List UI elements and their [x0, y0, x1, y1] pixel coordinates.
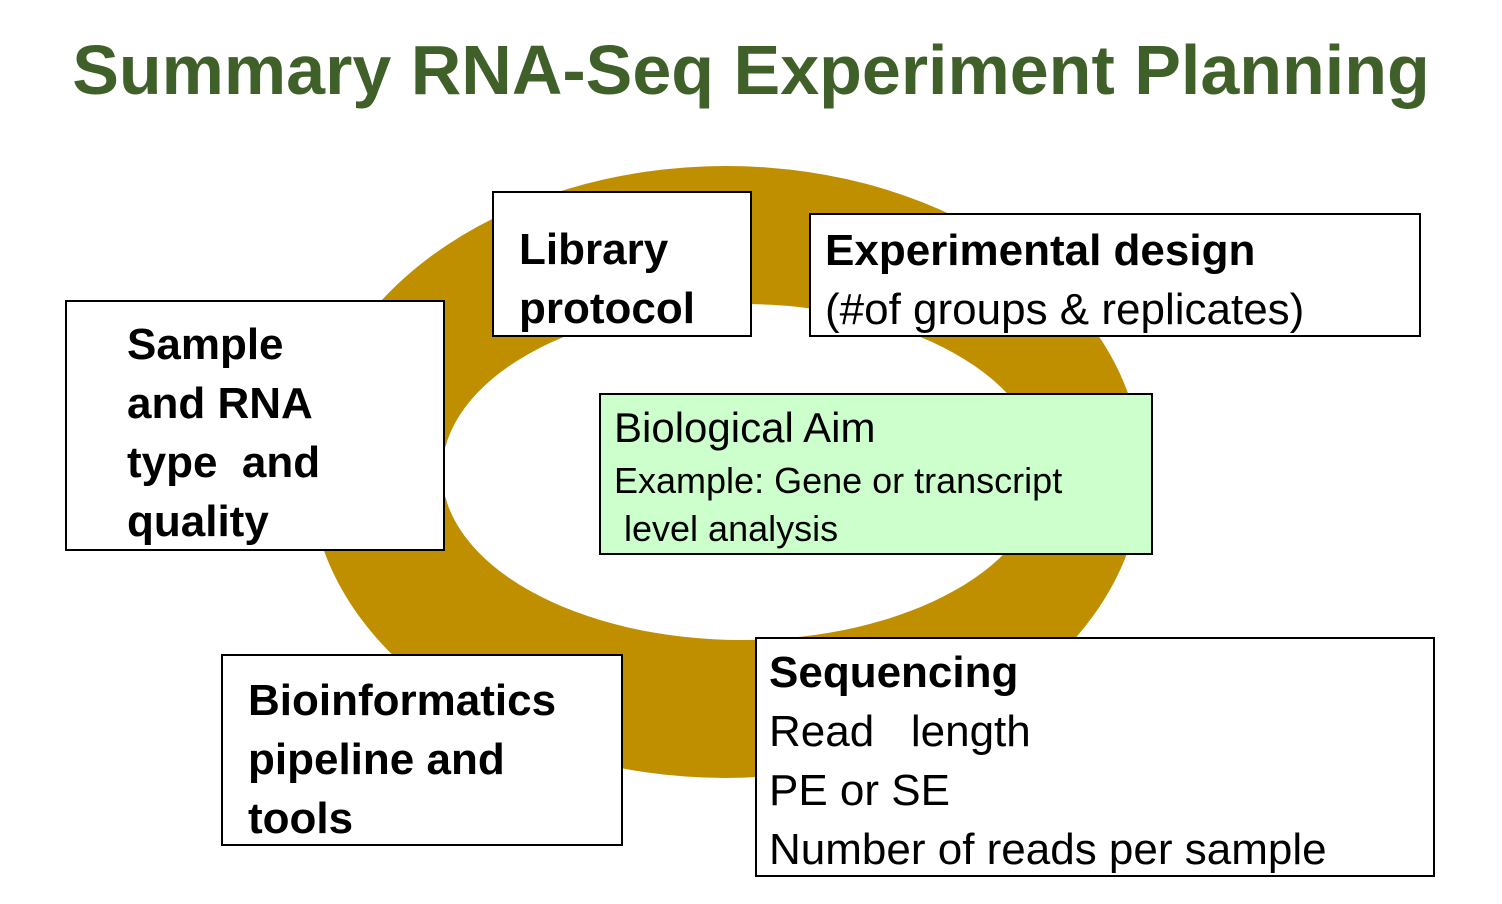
sample-rna-box: Sample and RNA type and quality — [65, 300, 445, 551]
sample-rna-line-4: quality — [127, 497, 269, 546]
experimental-design-detail: (#of groups & replicates) — [825, 285, 1305, 334]
bioinformatics-line-3: tools — [248, 794, 354, 843]
sample-rna-line-3: type and — [127, 438, 321, 487]
bioinformatics-line-1: Bioinformatics — [248, 676, 557, 725]
sequencing-box: Sequencing Read length PE or SE Number o… — [755, 637, 1435, 877]
sequencing-item-read-length: Read length — [769, 707, 1031, 756]
experimental-design-heading: Experimental design — [825, 226, 1256, 275]
bioinformatics-box: Bioinformatics pipeline and tools — [221, 654, 623, 846]
slide-title: Summary RNA-Seq Experiment Planning — [72, 31, 1430, 109]
library-protocol-line-2: protocol — [519, 284, 695, 333]
biological-aim-box: Biological Aim Example: Gene or transcri… — [599, 393, 1153, 555]
sequencing-item-reads-per-sample: Number of reads per sample — [769, 825, 1327, 874]
biological-aim-detail-line-1: Example: Gene or transcript — [614, 460, 1063, 501]
sample-rna-line-1: Sample — [127, 320, 284, 369]
experimental-design-box: Experimental design (#of groups & replic… — [809, 213, 1421, 337]
sequencing-item-pe-se: PE or SE — [769, 766, 950, 815]
sequencing-heading: Sequencing — [769, 648, 1019, 697]
library-protocol-box: Library protocol — [492, 191, 752, 337]
biological-aim-heading: Biological Aim — [614, 404, 876, 451]
sample-rna-line-2: and RNA — [127, 379, 313, 428]
library-protocol-line-1: Library — [519, 225, 669, 274]
bioinformatics-line-2: pipeline and — [248, 735, 505, 784]
biological-aim-detail-line-2: level analysis — [614, 508, 839, 549]
